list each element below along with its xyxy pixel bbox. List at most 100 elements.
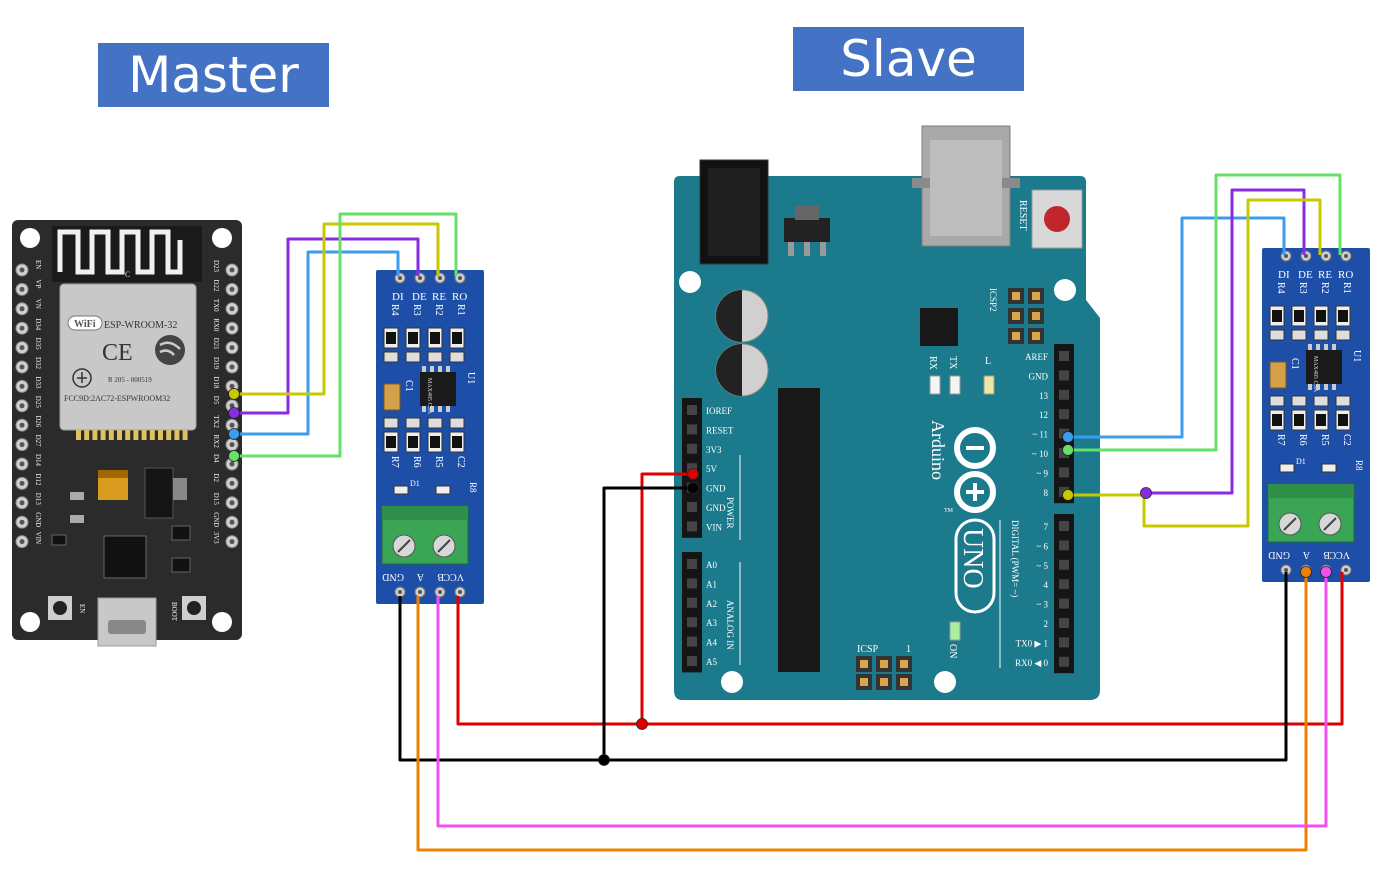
- esp32-pin[interactable]: RX0: [212, 318, 239, 335]
- esp32-pin[interactable]: D25: [15, 396, 42, 413]
- esp32-pin-label: VP: [34, 279, 42, 288]
- uno-pin[interactable]: 3V3: [687, 443, 722, 455]
- wire-ro-master: [234, 212, 458, 458]
- esp32-pin[interactable]: VIN: [15, 532, 42, 549]
- esp32-pin-label: D25: [34, 396, 42, 409]
- uno-pin[interactable]: 2: [1044, 618, 1070, 629]
- rs485-pin-ro[interactable]: RO: [1338, 250, 1353, 281]
- rs485-pin-a[interactable]: [414, 586, 426, 598]
- reset-button[interactable]: [1031, 189, 1083, 249]
- capacitor: [715, 343, 769, 397]
- uno-pin[interactable]: ~ 9: [1036, 467, 1069, 478]
- rs485-pin-label: DE: [412, 291, 427, 303]
- esp32-pin[interactable]: D21: [212, 338, 239, 355]
- rs485-pin-label: VCC: [443, 571, 464, 582]
- esp32-pin[interactable]: 3V3: [212, 532, 239, 549]
- rs485-pin-label: GND: [382, 571, 404, 582]
- uno-pin[interactable]: 12: [1039, 409, 1069, 420]
- arduino-uno-board: RESET ICSP2 TX RX L ON Arduino: [674, 125, 1100, 700]
- uno-pin[interactable]: GND: [1029, 370, 1070, 381]
- uno-pin[interactable]: A3: [687, 617, 717, 628]
- esp32-pin[interactable]: D27: [15, 435, 42, 452]
- wire-de-master: [234, 237, 420, 415]
- component-label: U1: [1351, 350, 1362, 362]
- rs485-pin-label: VCC: [1329, 549, 1350, 560]
- uno-pin[interactable]: ~ 5: [1036, 559, 1069, 571]
- esp32-pin[interactable]: D26: [15, 415, 42, 432]
- rs485-pin-de[interactable]: DE: [412, 272, 427, 303]
- boot-button[interactable]: [182, 596, 206, 620]
- wire-junction-dot: [1062, 489, 1074, 501]
- uno-pin[interactable]: RX0 ◀ 0: [1015, 656, 1069, 668]
- resistor: [1335, 395, 1351, 407]
- esp32-pin[interactable]: D12: [15, 473, 42, 490]
- module-pad: [174, 430, 180, 440]
- rs485-pin-vcc[interactable]: [454, 586, 466, 598]
- esp32-pin[interactable]: D2: [212, 473, 239, 490]
- component-label: R8: [468, 482, 478, 493]
- wire-5v: [640, 472, 693, 724]
- esp32-pin[interactable]: D35: [15, 338, 42, 355]
- rs485-pin-gnd[interactable]: [394, 586, 406, 598]
- esp32-pin[interactable]: EN: [15, 260, 42, 277]
- rs485-pin-b[interactable]: [434, 586, 446, 598]
- esp32-pin[interactable]: TX0: [212, 299, 239, 316]
- uno-pin[interactable]: A4: [687, 636, 717, 648]
- rs485-pin-re[interactable]: RE: [1318, 250, 1332, 281]
- esp32-pin[interactable]: D32: [15, 357, 42, 374]
- en-button[interactable]: [48, 596, 72, 620]
- uno-pin[interactable]: VIN: [687, 521, 722, 532]
- esp32-pin[interactable]: D13: [15, 493, 42, 510]
- wire-b: [436, 572, 1328, 828]
- module-pad: [133, 430, 139, 440]
- esp32-pin-label: D4: [212, 454, 220, 463]
- uno-pin[interactable]: A2: [687, 597, 717, 609]
- uno-pin[interactable]: RESET: [687, 424, 734, 435]
- esp32-pin-label: D22: [212, 279, 220, 292]
- wire-junction-dot: [636, 718, 648, 730]
- uno-pin[interactable]: A1: [687, 578, 717, 589]
- uno-pin[interactable]: TX0 ▶ 1: [1016, 637, 1069, 648]
- uno-pin[interactable]: 13: [1039, 389, 1069, 401]
- module-pad: [158, 430, 163, 440]
- esp32-pin[interactable]: VP: [15, 279, 42, 296]
- arduino-brand: Arduino: [928, 420, 948, 480]
- boot-button-label: BOOT: [170, 602, 178, 622]
- uno-pin[interactable]: 4: [1044, 579, 1070, 590]
- svg-text:WiFi: WiFi: [74, 319, 96, 330]
- uno-pin[interactable]: A0: [687, 559, 717, 570]
- uno-pin[interactable]: ~ 3: [1036, 598, 1069, 610]
- esp32-pin[interactable]: D23: [212, 260, 239, 277]
- esp32-pin[interactable]: D34: [15, 318, 42, 335]
- uno-pin[interactable]: A5: [687, 656, 717, 667]
- resistor: [1335, 329, 1351, 341]
- slave-title: Slave: [793, 27, 1024, 91]
- rs485-pin-ro[interactable]: RO: [452, 272, 467, 303]
- esp32-pin-label: D2: [212, 473, 220, 482]
- resistor: [435, 485, 451, 495]
- wire-gnd: [398, 572, 1288, 762]
- uno-pin-label: ~ 6: [1036, 541, 1048, 551]
- component-label: R3: [1297, 282, 1308, 294]
- esp32-pin[interactable]: D19: [212, 357, 239, 374]
- uno-pin-label: A0: [706, 560, 717, 570]
- esp32-pin[interactable]: D14: [15, 454, 42, 471]
- icsp2-header: [1008, 288, 1044, 344]
- esp32-pin[interactable]: D22: [212, 279, 239, 296]
- esp32-pin[interactable]: GND: [15, 512, 42, 529]
- esp32-pin[interactable]: VN: [15, 299, 42, 316]
- esp32-pin[interactable]: D15: [212, 493, 239, 510]
- uno-pin[interactable]: IOREF: [687, 405, 732, 416]
- uno-pin[interactable]: AREF: [1025, 351, 1069, 362]
- esp32-pin[interactable]: GND: [212, 512, 239, 529]
- uno-pin[interactable]: GND: [687, 502, 726, 513]
- wire-junction-dot: [1140, 487, 1152, 499]
- rs485-pin-label: DI: [392, 291, 404, 303]
- resistor: [383, 417, 399, 429]
- wire-junction-dot: [598, 754, 610, 766]
- uno-pin[interactable]: 7: [1044, 521, 1070, 532]
- esp32-pin[interactable]: D33: [15, 376, 42, 393]
- uno-pin[interactable]: ~ 6: [1036, 540, 1069, 551]
- screw-terminal: [1267, 483, 1355, 543]
- wire-di-master: [234, 250, 400, 436]
